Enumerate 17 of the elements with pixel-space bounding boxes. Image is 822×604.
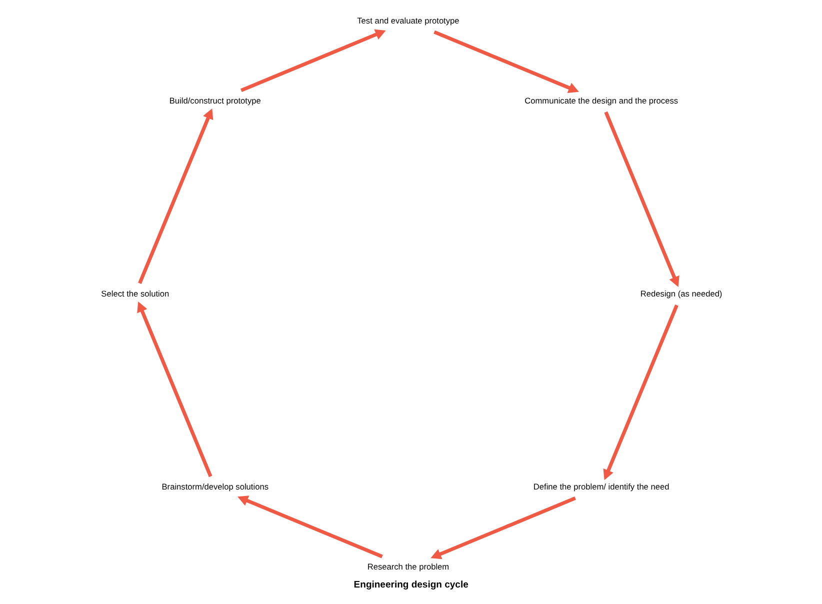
arrow	[602, 304, 678, 480]
arrow	[237, 496, 382, 558]
diagram-title: Engineering design cycle	[353, 579, 468, 590]
node-text: Research the problem	[366, 562, 449, 572]
arrow	[136, 302, 212, 478]
arrow	[240, 29, 386, 92]
arrow	[138, 108, 213, 284]
node-text: Select the solution	[100, 288, 169, 298]
node-text: Brainstorm/develop solutions	[161, 482, 268, 492]
node-text: Build/construct prototype	[168, 95, 260, 106]
node-text: Redesign (as needed)	[640, 288, 722, 298]
node-text: Define the problem/ identify the need	[532, 482, 669, 492]
arrow	[430, 496, 576, 560]
arrow	[604, 111, 679, 287]
node-text: Communicate the design and the process	[524, 95, 678, 106]
node-text: Test and evaluate prototype	[356, 15, 459, 26]
arrow	[433, 30, 578, 93]
